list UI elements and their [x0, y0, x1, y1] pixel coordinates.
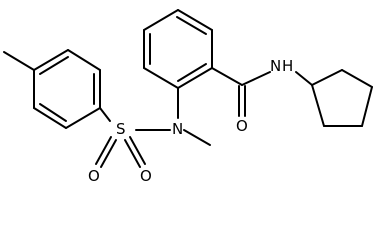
bond-cyclopentane-2 [341, 69, 373, 88]
bond-tolyl-ring-1 [65, 107, 101, 129]
atom-label-amide-o: O [236, 117, 248, 135]
bond-tolyl-methyl [3, 51, 35, 71]
atom-labels: N H O N S O O [88, 57, 293, 185]
atom-label-amide-h: H [282, 57, 293, 75]
bond-tolyl-ring-inner-2 [39, 103, 67, 122]
bond-so-right-1 [124, 139, 141, 168]
bond-n-to-cyclopentyl [295, 71, 313, 86]
bond-central-ring-1 [177, 9, 213, 31]
bond-central-ring-6 [143, 9, 179, 31]
bond-central-ring-3 [177, 67, 213, 89]
bond-central-ring-4 [143, 67, 179, 89]
bond-so-left-2 [100, 139, 117, 168]
bond-sulfur-to-tolyl [99, 107, 111, 122]
structure-canvas: N H O N S O O [3, 9, 373, 185]
bond-cyclopentane-1 [311, 69, 343, 86]
bond-tolyl-ring-2 [33, 107, 67, 129]
bond-carbonyl-to-n [241, 71, 271, 86]
bond-cyclopentane-5 [311, 84, 325, 127]
molecule-drawing: N H O N S O O [3, 9, 373, 185]
bond-ring-to-carbonyl [211, 67, 243, 86]
bond-cyclopentane-3 [361, 86, 373, 127]
bond-tolyl-ring-inner-3 [39, 56, 69, 75]
atom-label-sulfonamide-n: N [172, 120, 183, 138]
bond-central-ring-inner-2 [177, 63, 207, 82]
bond-central-ring-inner-1 [176, 16, 207, 35]
atom-label-sulfonyl-o-right: O [140, 167, 152, 185]
bond-so-left-1 [95, 136, 112, 165]
atom-label-sulfur: S [116, 120, 126, 138]
atom-label-sulfonyl-o-left: O [88, 167, 100, 185]
bond-lines [3, 9, 373, 168]
bond-tolyl-ring-5 [67, 49, 101, 71]
bond-so-right-2 [129, 136, 146, 165]
atom-label-amide-n: N [270, 57, 281, 75]
bond-tolyl-ring-4 [33, 49, 69, 71]
bond-n-methyl [183, 129, 211, 146]
